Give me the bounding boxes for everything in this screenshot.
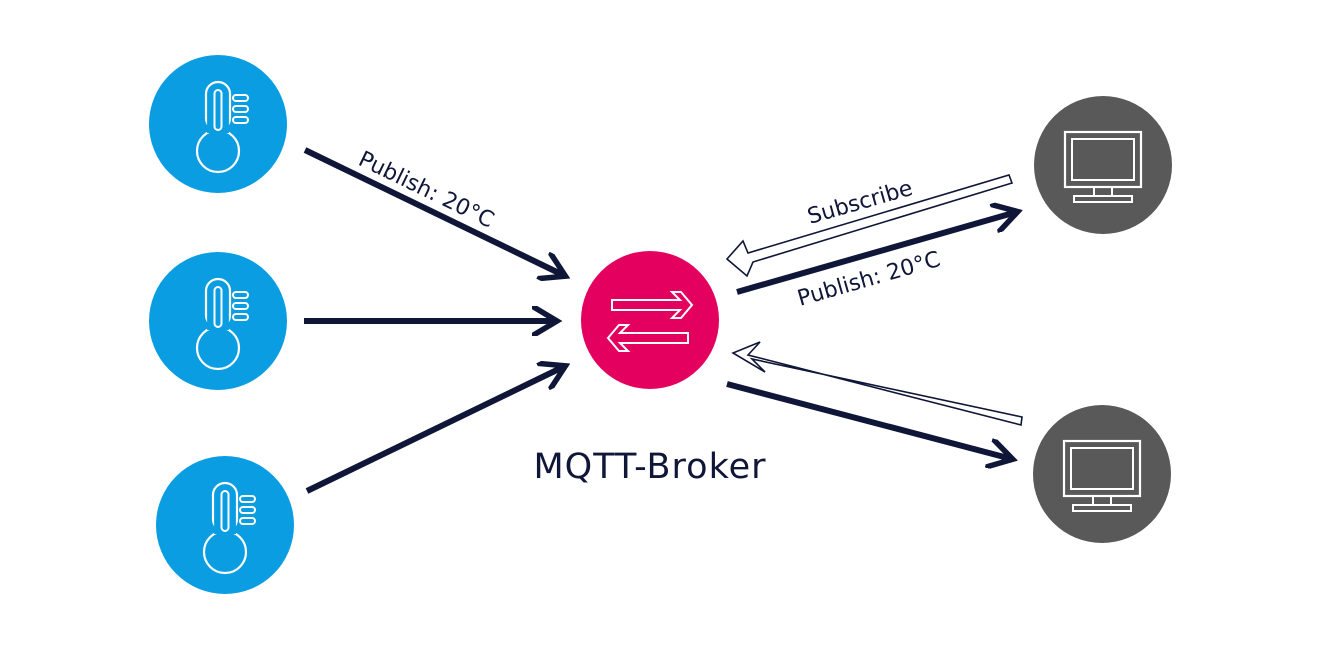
bidirectional-arrows-icon <box>606 291 694 352</box>
subscribe-arrow-client-2 <box>731 341 1023 427</box>
subscribe-arrow-client-1 <box>725 174 1014 278</box>
sensor-node-1 <box>149 55 287 193</box>
publish-arrow-client-1 <box>736 213 1013 295</box>
subscriber-client-2 <box>1033 405 1171 543</box>
mqtt-broker-node <box>581 251 719 389</box>
sensor-node-3 <box>156 456 294 594</box>
publish-arrow-sensor-3 <box>305 368 561 494</box>
broker-label: MQTT-Broker <box>533 447 766 487</box>
publish-arrow-sensor-1 <box>303 147 561 274</box>
publish-label-left: Publish: 20°C <box>354 147 497 234</box>
publish-arrow-client-2 <box>726 381 1008 458</box>
subscriber-client-1 <box>1034 96 1172 234</box>
sensor-node-2 <box>149 252 287 390</box>
